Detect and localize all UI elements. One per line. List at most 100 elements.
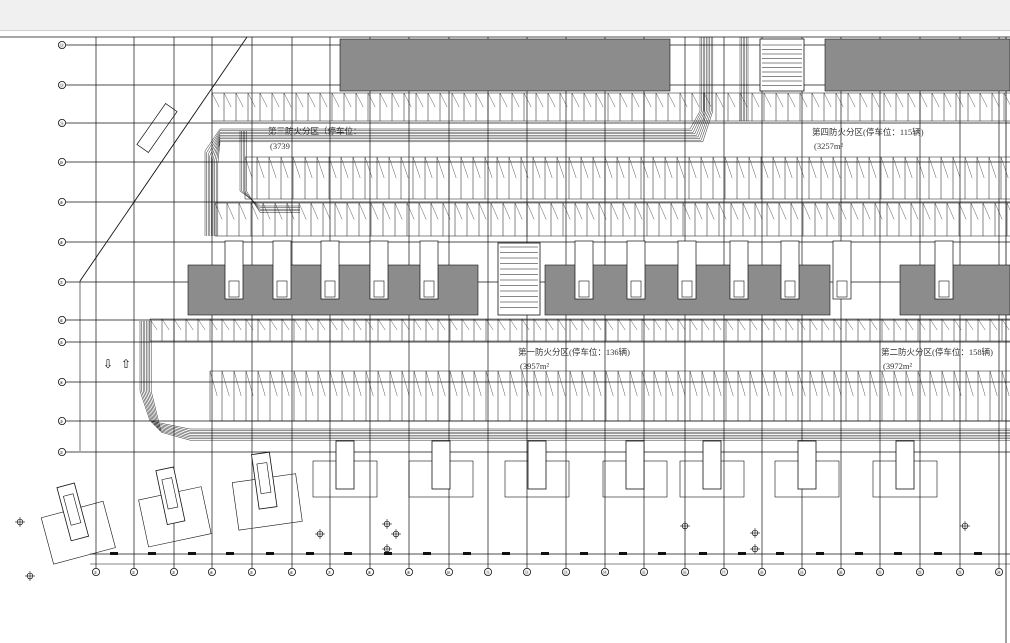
stall-diagonal bbox=[629, 370, 638, 397]
stall-diagonal bbox=[857, 318, 866, 331]
stall-diagonal bbox=[977, 318, 986, 331]
stall-diagonal bbox=[533, 318, 542, 331]
stall-diagonal bbox=[688, 156, 697, 179]
stair-north bbox=[759, 38, 805, 92]
stall-diagonal bbox=[331, 92, 340, 108]
row-axis-label: ⑩ bbox=[60, 160, 64, 165]
stall-diagonal bbox=[538, 202, 547, 220]
stall-diagonal bbox=[895, 92, 904, 108]
stall-diagonal bbox=[370, 202, 379, 220]
stall-diagonal bbox=[580, 156, 589, 179]
stall-diagonal bbox=[715, 92, 724, 108]
stall-diagonal bbox=[893, 370, 902, 397]
stall-diagonal bbox=[430, 202, 439, 220]
stall-diagonal bbox=[607, 92, 616, 108]
stall-diagonal bbox=[958, 202, 967, 220]
stall-diagonal bbox=[461, 370, 470, 397]
stall-diagonal bbox=[343, 92, 352, 108]
stall-diagonal bbox=[784, 156, 793, 179]
floor-plan: 第三防火分区（停车位： (3739 第四防火分区(停车位：115辆) (3257… bbox=[0, 36, 1010, 643]
stall-diagonal bbox=[643, 92, 652, 108]
stall-diagonal bbox=[679, 92, 688, 108]
stall-diagonal bbox=[730, 202, 739, 220]
stall-diagonal bbox=[298, 202, 307, 220]
stall-diagonal bbox=[437, 370, 446, 397]
unit-core-inner bbox=[256, 462, 272, 495]
stall-diagonal bbox=[568, 156, 577, 179]
stall-diagonal bbox=[874, 202, 883, 220]
stall-diagonal bbox=[346, 202, 355, 220]
stall-diagonal bbox=[725, 318, 734, 331]
row-axis-bubble bbox=[58, 119, 67, 128]
dimension-tick bbox=[463, 552, 471, 555]
stall-diagonal bbox=[581, 318, 590, 331]
column-axis-bubble bbox=[640, 568, 649, 577]
stall-diagonal bbox=[703, 92, 712, 108]
row-axis-bubble bbox=[58, 40, 67, 49]
unit-core bbox=[836, 280, 848, 298]
stall-diagonal bbox=[376, 156, 385, 179]
stall-diagonal bbox=[982, 202, 991, 220]
column-axis-bubble bbox=[562, 568, 571, 577]
stall-diagonal bbox=[223, 92, 232, 108]
column-axis-bubble bbox=[995, 568, 1004, 577]
dimension-tick bbox=[110, 552, 118, 555]
duct-band-south bbox=[141, 321, 1010, 431]
stall-diagonal bbox=[235, 92, 244, 108]
stall-diagonal bbox=[509, 318, 518, 331]
stall-diagonal bbox=[340, 156, 349, 179]
column-axis-label: ⑩ bbox=[447, 570, 451, 575]
stall-diagonal bbox=[904, 156, 913, 179]
unit-core bbox=[630, 280, 642, 298]
stall-diagonal bbox=[521, 370, 530, 397]
row-axis-label: ⑧ bbox=[60, 240, 64, 245]
column-axis-label: ㉔ bbox=[997, 569, 1001, 575]
stall-diagonal bbox=[778, 202, 787, 220]
stall-diagonal bbox=[631, 92, 640, 108]
stair-middle bbox=[497, 242, 541, 316]
stall-diagonal bbox=[965, 318, 974, 331]
stall-diagonal bbox=[268, 156, 277, 179]
stall-diagonal bbox=[898, 202, 907, 220]
zone-area-1: (3957m² bbox=[520, 361, 549, 371]
stall-diagonal bbox=[341, 370, 350, 397]
stall-diagonal bbox=[845, 318, 854, 331]
column-axis-bubble bbox=[837, 568, 846, 577]
duct-band-north bbox=[217, 37, 714, 236]
stall-diagonal bbox=[785, 370, 794, 397]
stall-diagonal bbox=[862, 202, 871, 220]
duct-band-branch bbox=[246, 131, 300, 213]
misc-symbols bbox=[15, 440, 970, 581]
stall-diagonal bbox=[820, 156, 829, 179]
column-axis-label: ② bbox=[132, 570, 136, 575]
stall-diagonal bbox=[605, 318, 614, 331]
stall-diagonal bbox=[871, 92, 880, 108]
duct-band-north bbox=[207, 37, 704, 236]
stall-diagonal bbox=[886, 202, 895, 220]
stall-diagonal bbox=[706, 202, 715, 220]
stall-diagonal bbox=[773, 318, 782, 331]
building-north-1 bbox=[339, 38, 671, 92]
stall-diagonal bbox=[533, 370, 542, 397]
column-axis-bubble bbox=[523, 568, 532, 577]
unit-core bbox=[155, 466, 186, 526]
drawing-canvas[interactable]: 第三防火分区（停车位： (3739 第四防火分区(停车位：115辆) (3257… bbox=[0, 31, 1010, 643]
stall-diagonal bbox=[388, 156, 397, 179]
column-axis-label: ⑫ bbox=[525, 569, 529, 575]
stall-diagonal bbox=[689, 370, 698, 397]
stall-diagonal bbox=[670, 202, 679, 220]
dimension-tick bbox=[894, 552, 902, 555]
unit-core bbox=[276, 280, 288, 298]
stall-diagonal bbox=[497, 318, 506, 331]
stall-diagonal bbox=[1006, 202, 1010, 211]
column-axis-bubble bbox=[404, 568, 413, 577]
tilted-unit-2 bbox=[138, 466, 212, 548]
stall-diagonal bbox=[379, 92, 388, 108]
stall-diagonal bbox=[449, 370, 458, 397]
stall-diagonal bbox=[391, 92, 400, 108]
stall-diagonal bbox=[737, 370, 746, 397]
stall-diagonal bbox=[559, 92, 568, 108]
stall-diagonal bbox=[857, 370, 866, 397]
column-axis-bubble bbox=[365, 568, 374, 577]
stall-diagonal bbox=[640, 156, 649, 179]
